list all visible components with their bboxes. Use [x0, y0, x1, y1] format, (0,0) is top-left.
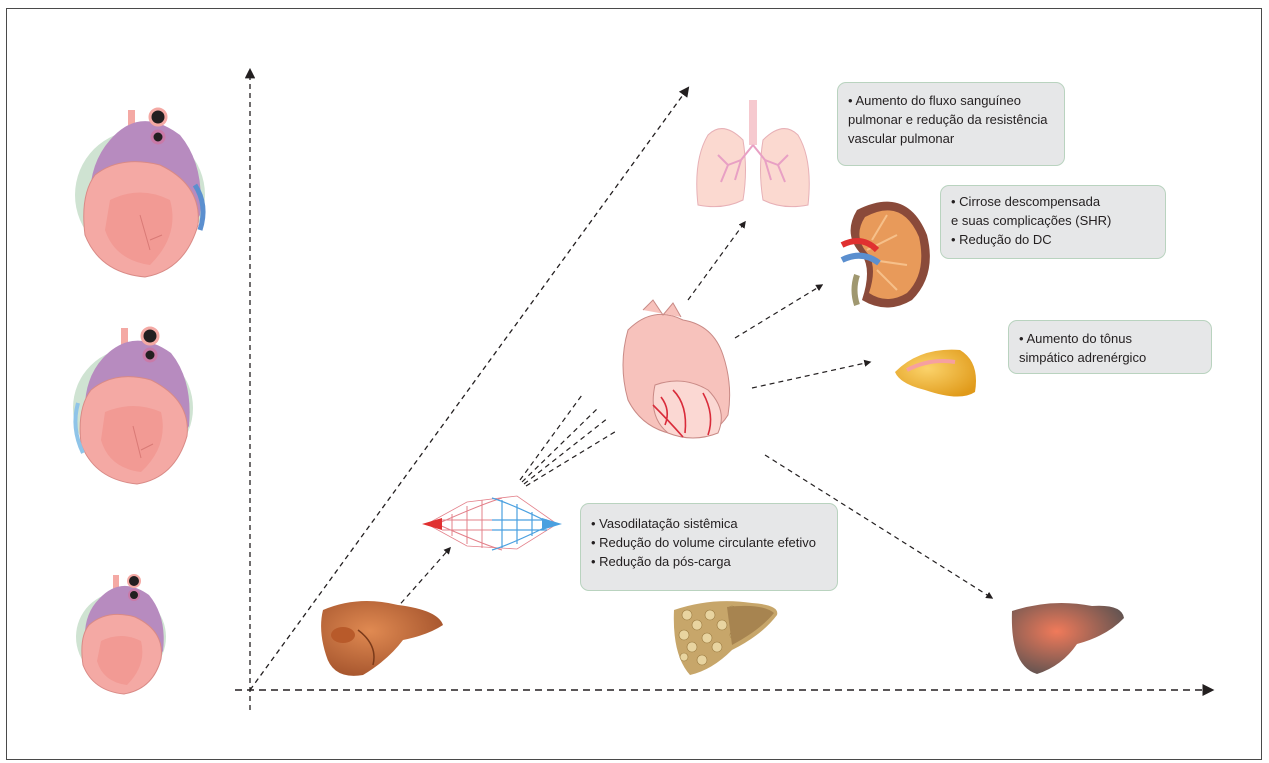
arrow-heart-to-adrenal [752, 362, 870, 388]
arrow-liver-to-vessels [395, 548, 450, 610]
heart-icon [75, 109, 205, 277]
lung-effects-line: pulmonar e redução da resistência [848, 110, 1054, 129]
vascular-effects-box: • Vasodilatação sistêmica • Redução do v… [580, 503, 838, 591]
lung-effects-line: vascular pulmonar [848, 129, 1054, 148]
adrenal-effects-line: • Aumento do tônus [1019, 329, 1201, 348]
arrow-heart-to-lung [688, 222, 745, 300]
adrenal-gland-icon [895, 350, 976, 397]
vascular-effects-line: • Redução da pós-carga [591, 552, 827, 571]
kidney-effects-box: • Cirrose descompensada e suas complicaç… [940, 185, 1166, 259]
adrenal-effects-box: • Aumento do tônus simpático adrenérgico [1008, 320, 1212, 374]
heart-icon [76, 575, 166, 694]
lung-effects-line: • Aumento do fluxo sanguíneo [848, 91, 1054, 110]
adrenal-effects-line: simpático adrenérgico [1019, 348, 1201, 367]
kidney-icon [842, 202, 930, 308]
center-heart-icon [623, 300, 730, 438]
lung-effects-box: • Aumento do fluxo sanguíneo pulmonar e … [837, 82, 1065, 166]
diagonal-arrow [250, 88, 688, 690]
liver-icon [321, 601, 443, 676]
vessel-network-icon [422, 496, 562, 550]
cirrhotic-liver-icon [674, 601, 777, 675]
lung-icon [697, 100, 810, 207]
vascular-effects-line: • Vasodilatação sistêmica [591, 514, 827, 533]
liver-icon [1012, 603, 1124, 674]
fan-lines [520, 395, 618, 486]
heart-icon [73, 328, 193, 484]
kidney-effects-line: e suas complicações (SHR) [951, 211, 1155, 230]
kidney-effects-line: • Cirrose descompensada [951, 192, 1155, 211]
arrow-heart-to-kidney [735, 285, 822, 338]
vascular-effects-line: • Redução do volume circulante efetivo [591, 533, 827, 552]
kidney-effects-line: • Redução do DC [951, 230, 1155, 249]
